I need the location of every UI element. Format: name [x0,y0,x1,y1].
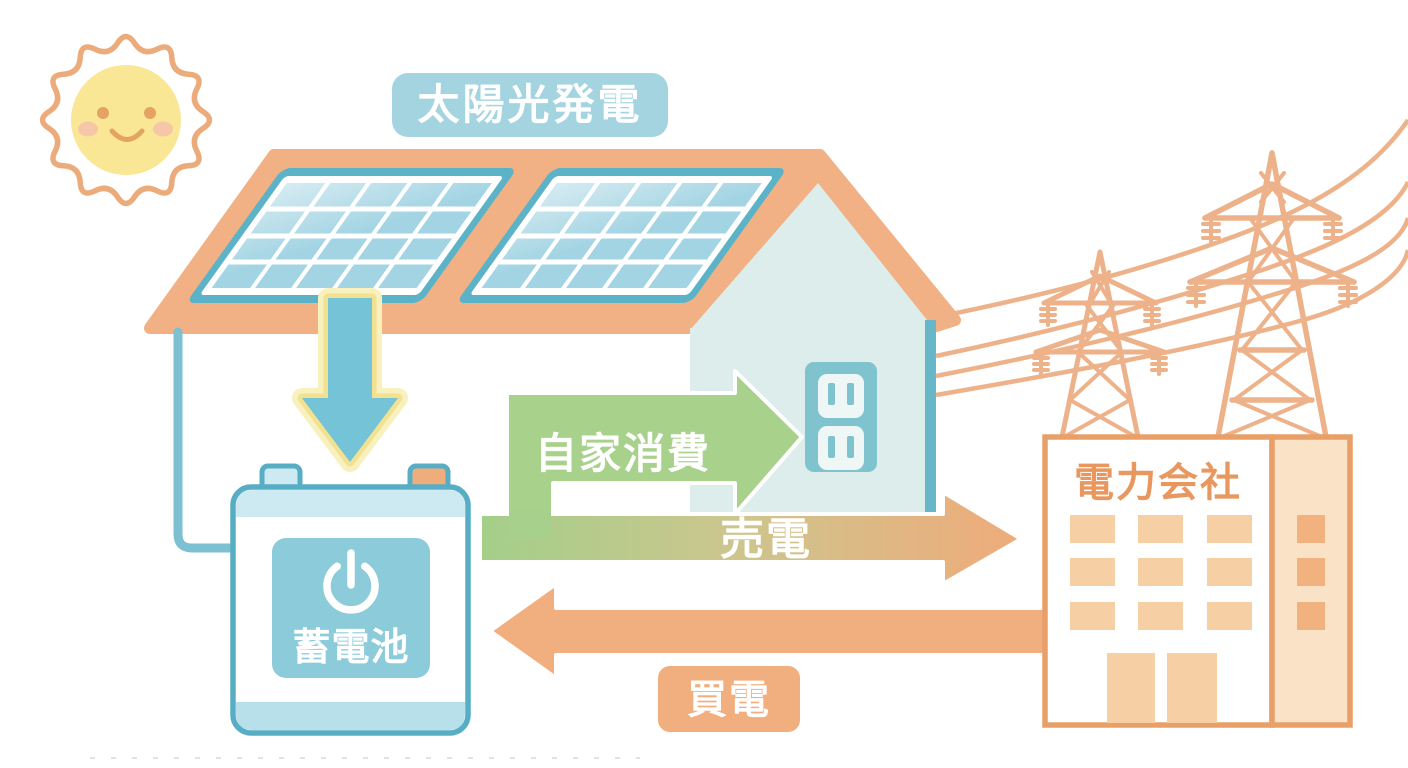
building-door [1107,653,1155,723]
battery-label: 蓄電池 [292,625,409,669]
building-door [1167,653,1217,723]
sun-rays [39,33,213,207]
power-button-icon [323,549,379,614]
arrow-junction [509,510,551,538]
sun-eye-left [97,107,109,119]
sun-icon [39,33,213,207]
wire-roof-to-battery [173,327,247,553]
sun-face [71,65,181,175]
sell-power-arrow [478,490,1023,586]
battery-icon: 蓄電池 [230,463,471,736]
buy-power-arrow [488,582,1047,680]
sun-eye-right [144,107,156,119]
solar-title-badge: 太陽光発電 [392,73,668,137]
buy-power-badge: 買電 [658,666,800,732]
sun-cheek-right [153,121,173,137]
house-wall-border [925,320,936,512]
solar-title-label: 太陽光発電 [417,80,642,129]
battery-band-top [236,490,465,517]
building-windows [1070,515,1252,723]
power-company-label: 電力会社 [1074,460,1242,506]
power-company-building-icon: 電力会社 [1042,434,1353,728]
self-consumption-label: 自家消費 [535,429,711,478]
transmission-tower-icon [1032,150,1358,440]
house-gable [690,183,935,330]
sun-cheek-left [78,121,98,137]
power-lines [935,118,1408,398]
outlet-icon [805,362,877,472]
annex-windows [1297,515,1325,630]
sun-smile [109,128,145,142]
sell-power-label: 売電 [720,514,812,565]
solar-panel-icon [189,168,514,303]
buy-power-label: 買電 [687,677,771,723]
battery-band-bottom [236,702,465,730]
solar-panels [189,168,788,303]
charge-down-arrow [292,288,408,472]
